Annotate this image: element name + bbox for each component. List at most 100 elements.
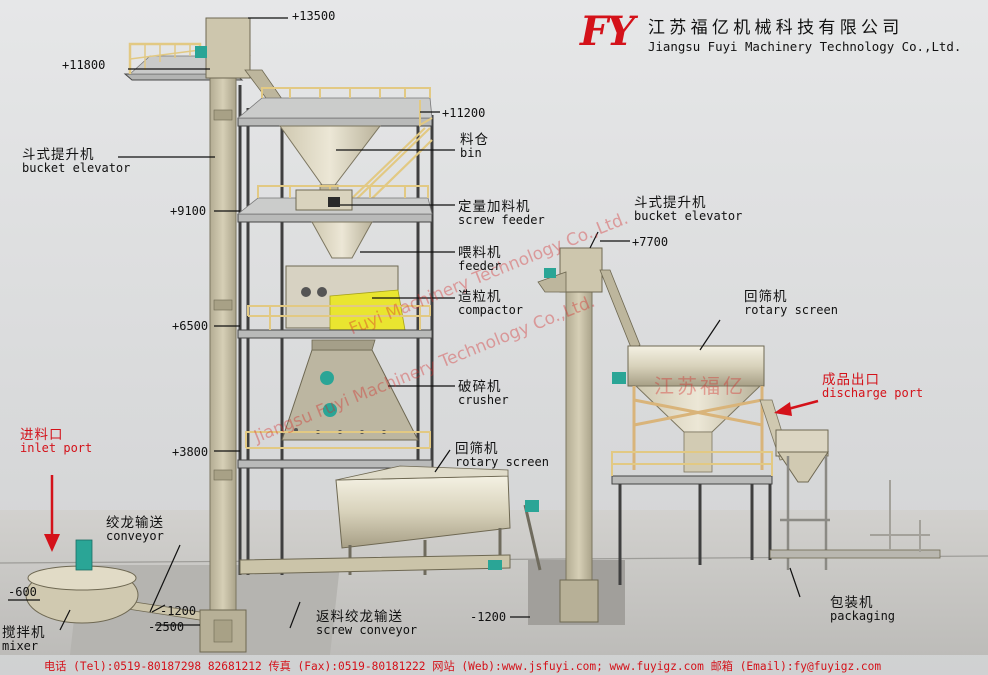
packaging-rails [870,480,930,552]
return-conveyor-motor [488,560,502,570]
elevation-9100: +9100 [170,204,207,218]
label-discharge-port-zh: 成品出口 [822,372,880,388]
bucket-elevator-2-motor [544,268,556,278]
label-feeder-en: feeder [458,259,502,274]
label-bucket-elevator-2: 斗式提升机 bucket elevator [634,196,742,223]
bucket-elevator-2-inlet [537,271,567,293]
elevation-minus-600: -600 [8,585,37,599]
label-screw-feeder: 定量加料机 screw feeder [458,200,545,227]
label-crusher-zh: 破碎机 [458,379,502,395]
label-screw-feeder-en: screw feeder [458,213,545,228]
leader-lines [8,17,801,631]
label-packaging-zh: 包装机 [830,595,874,611]
label-rotary-screen-1-en: rotary screen [455,455,549,470]
return-screw-conveyor [239,554,511,575]
platform-right-legs [618,484,772,585]
label-feeder: 喂料机 feeder [458,246,502,273]
elevation-6500: +6500 [172,319,209,333]
label-return-screw-conveyor-zh: 返料绞龙输送 [316,609,403,625]
label-bucket-elevator-1-en: bucket elevator [22,161,131,176]
platform-11200 [237,117,433,127]
label-compactor-zh: 造粒机 [458,289,502,305]
crusher-motor-2 [323,403,337,417]
label-rotary-screen-2: 回筛机 rotary screen [744,290,838,317]
elevation-minus-2500: -2500 [148,620,185,634]
bucket-elevator-2-chute [599,269,641,351]
compactor-roller-1 [301,287,311,297]
elevation-11200: +11200 [442,106,486,120]
label-crusher: 破碎机 crusher [458,380,509,407]
label-feeder-zh: 喂料机 [458,245,502,261]
label-packaging: 包装机 packaging [830,596,895,623]
label-return-screw-conveyor: 返料绞龙输送 screw conveyor [316,610,417,637]
elevation-11800: +11800 [62,58,106,72]
label-conveyor: 绞龙输送 conveyor [106,516,164,543]
mixer-motor [75,539,93,571]
crusher-motor-1 [320,371,334,385]
bucket-elevator-1-boot [199,609,247,653]
railing-11200 [261,87,433,127]
feeder-hopper [311,221,373,259]
rotary-screen-1-hood [335,465,509,481]
inlet-arrow [44,475,60,552]
railing-6500 [247,305,431,330]
label-rotary-screen-2-en: rotary screen [744,303,838,318]
label-bucket-elevator-2-zh: 斗式提升机 [634,195,707,211]
elevation-3800: +3800 [172,445,209,459]
bucket-elevator-1-motor [195,46,207,58]
company-header: FY 江苏福亿机械科技有限公司 Jiangsu Fuyi Machinery T… [580,8,985,58]
compactor-roller-2 [317,287,327,297]
bucket-elevator-1-head [205,17,251,79]
packaging-bag-conveyor [769,549,941,559]
label-packaging-en: packaging [830,609,896,624]
rotary-screen-2-drum [627,345,765,387]
platform-right [611,475,773,485]
discharge-arrow [774,399,819,416]
label-bin: 料仓 bin [460,133,489,160]
screw-feeder-motor [328,197,340,207]
label-mixer: 搅拌机 mixer [2,626,46,653]
elevation-13500: +13500 [292,9,336,23]
label-bin-zh: 料仓 [460,132,489,148]
elevation-7700: +7700 [632,235,669,249]
rotary-screen-1-motor [525,500,539,512]
bucket-elevator-1-service-doors [213,109,233,643]
fy-logo: FY [580,8,635,55]
packaging-hopper [777,451,829,483]
railing-3800 [245,431,431,449]
label-compactor-en: compactor [458,303,524,318]
company-name-zh: 江苏福亿机械科技有限公司 [648,18,904,38]
label-crusher-en: crusher [458,393,509,408]
label-rotary-screen-1: 回筛机 rotary screen [455,442,549,469]
contact-footer: 电话 (Tel):0519-80187298 82681212 传真 (Fax)… [44,660,882,673]
label-inlet-port: 进料口 inlet port [20,428,92,455]
label-conveyor-zh: 绞龙输送 [106,515,164,531]
label-conveyor-en: conveyor [106,529,164,544]
label-mixer-en: mixer [2,639,39,654]
label-rotary-screen-2-zh: 回筛机 [744,289,788,305]
label-compactor: 造粒机 compactor [458,290,523,317]
platform-9100 [237,213,433,223]
railing-right [611,451,773,476]
label-discharge-port: 成品出口 discharge port [822,373,923,400]
label-return-screw-conveyor-en: screw conveyor [316,623,418,638]
railing-11800-posts [129,44,201,70]
label-rotary-screen-1-zh: 回筛机 [455,441,499,457]
rotary-screen-2-motor [612,372,626,384]
elevation-minus-1200-left: -1200 [160,604,197,618]
label-mixer-zh: 搅拌机 [2,625,46,641]
label-discharge-port-en: discharge port [822,386,924,401]
label-bucket-elevator-2-en: bucket elevator [634,209,743,224]
label-inlet-port-en: inlet port [20,441,93,456]
label-inlet-port-zh: 进料口 [20,427,64,443]
bucket-elevator-2-boot [559,579,599,623]
label-bucket-elevator-1: 斗式提升机 bucket elevator [22,148,130,175]
bucket-elevator-2-head [559,247,603,293]
label-screw-feeder-zh: 定量加料机 [458,199,531,215]
elevation-minus-1200-right: -1200 [470,610,507,624]
label-bucket-elevator-1-zh: 斗式提升机 [22,147,95,163]
company-name-en: Jiangsu Fuyi Machinery Technology Co.,Lt… [648,39,962,54]
crusher-inlet [311,339,376,351]
